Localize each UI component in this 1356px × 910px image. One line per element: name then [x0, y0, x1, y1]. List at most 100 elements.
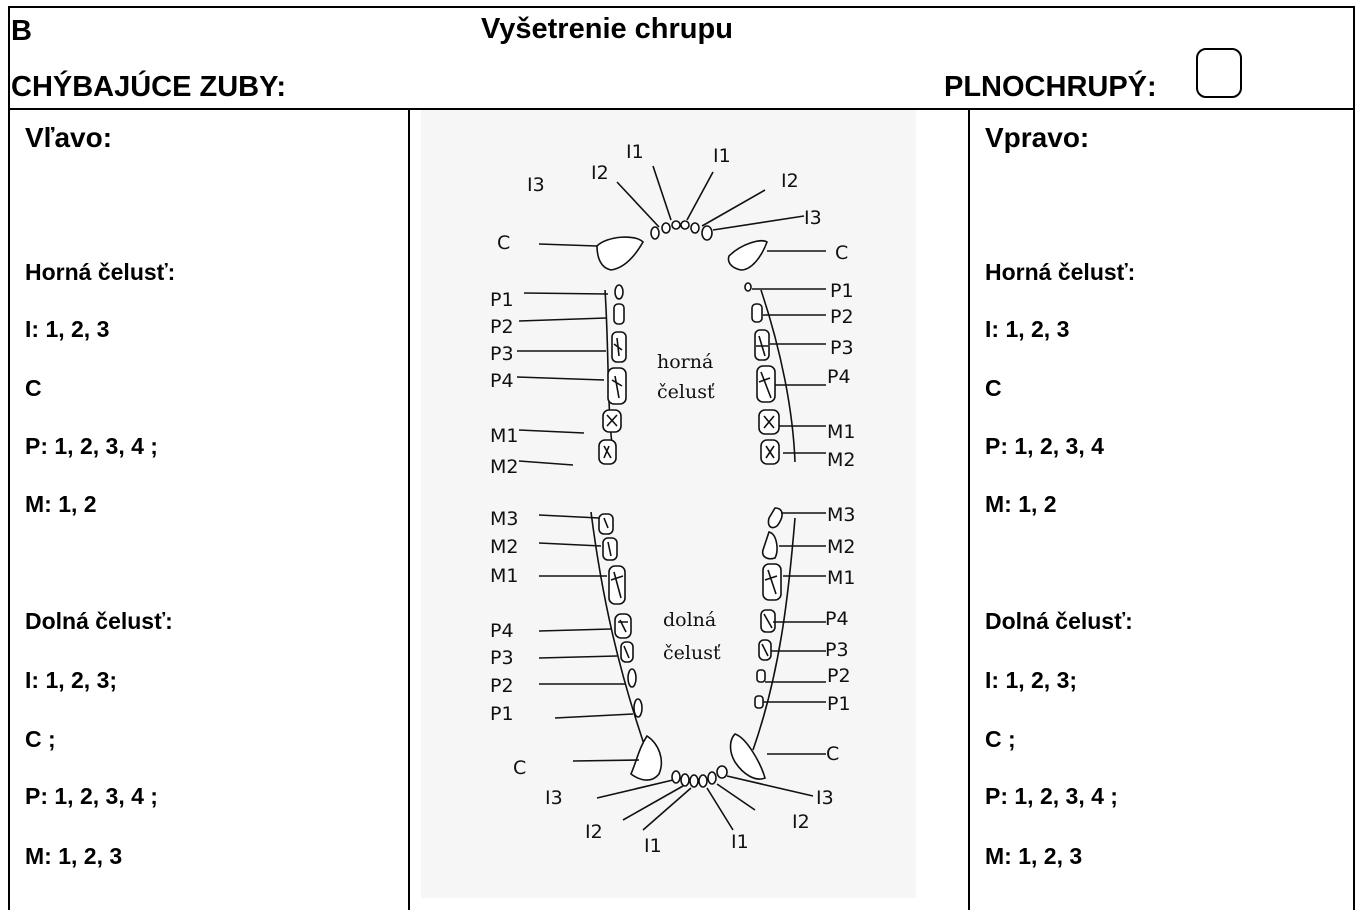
- left-lower-jaw-label: Dolná čelusť:: [25, 610, 173, 633]
- lower-left-p1: [634, 699, 642, 717]
- upper-jaw-labels: I3 I2 I1 I1 I2 I3 C C P1 P2 P3 P4 M1 M2 …: [490, 141, 855, 478]
- label-lower-left-m1: M1: [490, 565, 518, 587]
- label-lower-right-p4: P4: [825, 608, 849, 630]
- lower-jaw-caption-1: dolná: [663, 609, 716, 631]
- label-upper-right-p3: P3: [830, 337, 854, 359]
- label-lower-right-p3: P3: [825, 639, 849, 661]
- label-lower-right-m3: M3: [827, 504, 855, 526]
- full-dentition-checkbox[interactable]: [1196, 48, 1242, 98]
- lower-right-p2: [757, 670, 765, 682]
- lower-right-m2: [763, 532, 777, 559]
- dental-chart-diagram: I3 I2 I1 I1 I2 I3 C C P1 P2 P3 P4 M1 M2 …: [421, 110, 916, 898]
- label-upper-left-p2: P2: [490, 316, 514, 338]
- label-lower-left-p2: P2: [490, 675, 514, 697]
- right-upper-canine: C: [985, 377, 1002, 400]
- label-lower-left-c: C: [513, 757, 526, 779]
- left-lower-premolars: P: 1, 2, 3, 4 ;: [25, 785, 158, 808]
- upper-jaw-caption-2: čelusť: [657, 381, 715, 403]
- label-lower-left-p1: P1: [490, 703, 514, 725]
- right-upper-premolars: P: 1, 2, 3, 4: [985, 435, 1104, 458]
- upper-jaw-caption-1: horná: [657, 351, 713, 373]
- label-lower-left-p3: P3: [490, 647, 514, 669]
- label-lower-left-i2: I2: [585, 821, 603, 843]
- left-upper-jaw-label: Horná čelusť:: [25, 261, 175, 284]
- upper-left-i2: [662, 223, 670, 233]
- label-lower-left-m3: M3: [490, 508, 518, 530]
- label-lower-right-i2: I2: [792, 811, 810, 833]
- right-upper-incisors: I: 1, 2, 3: [985, 318, 1069, 341]
- right-upper-jaw-label: Horná čelusť:: [985, 261, 1135, 284]
- left-upper-canine: C: [25, 377, 42, 400]
- label-upper-right-m2: M2: [827, 449, 855, 471]
- lower-right-i3: [717, 766, 727, 778]
- left-column-divider: [408, 108, 410, 910]
- upper-left-canine: [597, 237, 643, 270]
- label-upper-left-i3: I3: [527, 174, 545, 196]
- lower-left-i2: [681, 774, 689, 786]
- label-lower-left-i1: I1: [644, 835, 662, 857]
- label-lower-left-p4: P4: [490, 620, 514, 642]
- missing-teeth-label: CHÝBAJÚCE ZUBY:: [11, 73, 286, 102]
- right-lower-molars: M: 1, 2, 3: [985, 845, 1082, 868]
- lower-left-p2: [628, 669, 636, 687]
- label-upper-left-p1: P1: [490, 289, 514, 311]
- label-upper-right-i2: I2: [781, 170, 799, 192]
- label-upper-left-c: C: [497, 232, 510, 254]
- left-heading: Vľavo:: [25, 124, 112, 152]
- right-lower-jaw-label: Dolná čelusť:: [985, 610, 1133, 633]
- upper-jaw-arch: [597, 221, 795, 464]
- right-upper-molars: M: 1, 2: [985, 493, 1057, 516]
- label-upper-right-p1: P1: [830, 280, 854, 302]
- left-upper-incisors: I: 1, 2, 3: [25, 318, 109, 341]
- lower-right-i1: [699, 775, 707, 787]
- left-lower-incisors: I: 1, 2, 3;: [25, 669, 117, 692]
- label-upper-left-m1: M1: [490, 425, 518, 447]
- upper-right-canine: [729, 241, 768, 270]
- label-upper-left-i1: I1: [626, 141, 644, 163]
- lower-right-p1: [755, 696, 763, 708]
- right-heading: Vpravo:: [985, 124, 1089, 152]
- upper-left-i1: [672, 221, 680, 229]
- upper-left-p1: [615, 285, 623, 299]
- label-upper-right-i1: I1: [713, 145, 731, 167]
- left-upper-molars: M: 1, 2: [25, 493, 97, 516]
- label-lower-right-c: C: [826, 743, 839, 765]
- lower-left-i1: [690, 775, 698, 787]
- right-column-divider: [968, 108, 970, 910]
- full-dentition-label: PLNOCHRUPÝ:: [944, 73, 1157, 102]
- upper-right-i3: [702, 226, 712, 240]
- lower-left-canine: [631, 736, 661, 780]
- label-upper-right-c: C: [835, 242, 848, 264]
- label-lower-right-p1: P1: [827, 693, 851, 715]
- upper-right-p1: [745, 283, 751, 291]
- lower-jaw-caption-2: čelusť: [663, 642, 721, 664]
- right-lower-incisors: I: 1, 2, 3;: [985, 669, 1077, 692]
- right-lower-canine: C ;: [985, 728, 1016, 751]
- upper-left-p2: [614, 304, 624, 324]
- upper-right-i1: [681, 221, 689, 229]
- left-lower-molars: M: 1, 2, 3: [25, 845, 122, 868]
- label-upper-left-i2: I2: [591, 162, 609, 184]
- label-upper-left-p3: P3: [490, 343, 514, 365]
- lower-right-i2: [708, 772, 716, 784]
- label-upper-right-m1: M1: [827, 421, 855, 443]
- lower-right-canine: [731, 734, 766, 779]
- right-lower-premolars: P: 1, 2, 3, 4 ;: [985, 785, 1118, 808]
- section-letter: B: [11, 17, 32, 46]
- label-upper-right-p4: P4: [827, 366, 851, 388]
- label-upper-left-m2: M2: [490, 456, 518, 478]
- left-lower-canine: C ;: [25, 728, 56, 751]
- left-upper-premolars: P: 1, 2, 3, 4 ;: [25, 435, 158, 458]
- label-lower-right-m2: M2: [827, 536, 855, 558]
- label-lower-right-i1: I1: [731, 831, 749, 853]
- upper-right-i2: [691, 223, 699, 233]
- label-lower-left-m2: M2: [490, 536, 518, 558]
- lower-right-m3: [768, 508, 782, 528]
- upper-left-i3: [651, 227, 659, 239]
- upper-right-p2: [752, 304, 762, 322]
- label-upper-right-i3: I3: [804, 207, 822, 229]
- label-upper-left-p4: P4: [490, 370, 514, 392]
- label-upper-right-p2: P2: [830, 306, 854, 328]
- label-lower-right-p2: P2: [827, 665, 851, 687]
- page-title: Vyšetrenie chrupu: [481, 15, 733, 44]
